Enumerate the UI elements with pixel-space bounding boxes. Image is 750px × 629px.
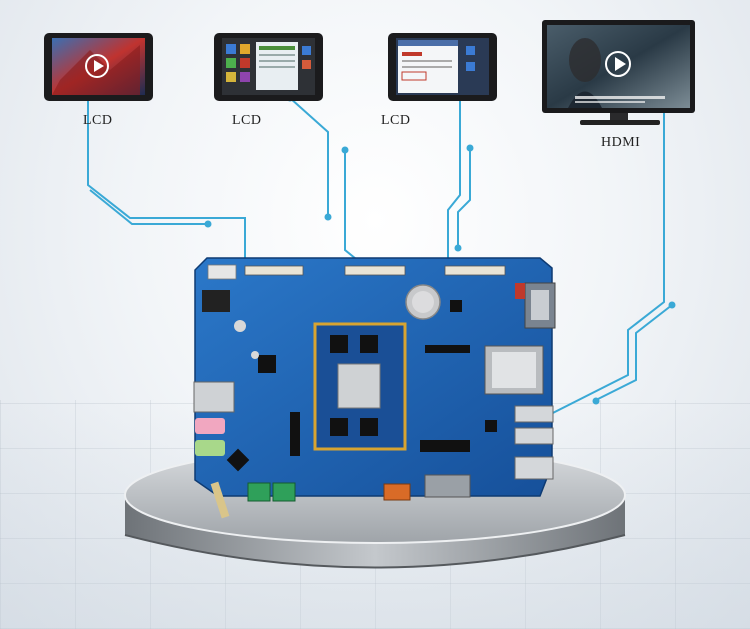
hdmi-monitor <box>542 20 695 125</box>
display-label-lcd-3: LCD <box>381 113 411 128</box>
display-label-hdmi: HDMI <box>601 135 641 150</box>
lcd-tablet-settings <box>388 33 497 101</box>
display-label-lcd-1: LCD <box>83 113 113 128</box>
lcd-tablet-video <box>44 33 153 101</box>
development-board <box>193 257 556 519</box>
play-icon <box>85 54 109 78</box>
display-label-lcd-2: LCD <box>232 113 262 128</box>
play-icon <box>605 51 631 77</box>
lcd-tablet-apps <box>214 33 323 101</box>
